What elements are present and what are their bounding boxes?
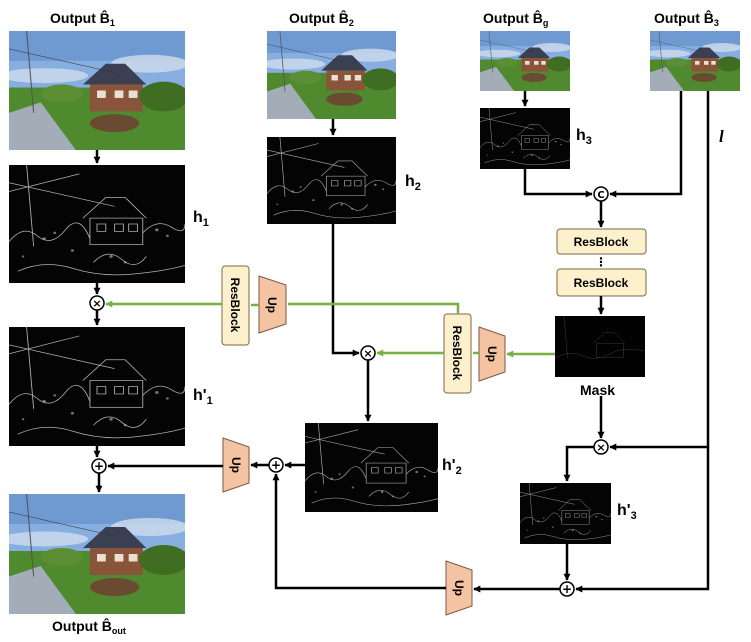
output-b3-image [650,31,740,91]
h3-prime-image [520,483,611,544]
svg-text:×: × [363,347,372,360]
svg-text:ResBlock: ResBlock [574,235,629,249]
svg-text:C: C [597,190,604,201]
add-op-middle: + [268,457,284,473]
svg-text:+: + [94,459,104,473]
output-bout-image [9,494,185,614]
svg-text:×: × [92,297,101,310]
h1-image [9,165,185,283]
up-block-left-bottom: Up [222,437,250,493]
svg-text:ResBlock: ResBlock [450,326,464,381]
output-b2-image [267,31,396,119]
output-bg-label: Output B̂g [483,9,548,28]
output-b3-label: Output B̂3 [654,9,719,28]
h2-prime-label: h'2 [442,457,462,477]
resblock-right-bottom: ResBlock [556,268,647,297]
svg-text:ResBlock: ResBlock [574,276,629,290]
h1-prime-image [9,327,185,446]
multiply-op-right: × [593,439,609,455]
output-bout-label: Output B̂out [52,617,126,636]
h3-label: h3 [576,127,592,147]
up-block-left-top: Up [258,275,287,334]
output-b2-label: Output B̂2 [289,9,354,28]
resblock-middle: ResBlock [443,313,472,394]
output-bg-image [480,31,570,91]
add-op-right: + [559,581,575,597]
svg-text:Up: Up [265,297,279,313]
h2-image [267,137,396,224]
output-b1-label: Output B̂1 [50,9,115,28]
h1-prime-label: h'1 [193,387,213,407]
multiply-op-left: × [89,295,105,311]
output-b1-image [9,31,185,150]
svg-text:ResBlock: ResBlock [228,278,242,333]
up-block-middle: Up [478,326,506,382]
resblock-left: ResBlock [221,265,250,346]
svg-text:Up: Up [229,457,243,473]
multiply-op-middle: × [360,345,376,361]
h2-prime-image [305,423,438,512]
h3-image [480,108,570,169]
h2-label: h2 [405,173,421,193]
l-label: l [719,127,724,146]
concat-op: C [593,186,609,202]
green-arrows [105,300,555,358]
h3-prime-label: h'3 [617,502,637,522]
mask-image [555,316,645,377]
add-op-left: + [91,458,107,474]
svg-text:Up: Up [452,580,466,596]
svg-text:Up: Up [485,346,499,362]
resblock-dots: ⋮ [595,255,607,269]
black-arrows [93,91,710,593]
svg-text:+: + [562,582,572,596]
up-block-bottom: Up [445,560,473,616]
resblock-right-top: ResBlock [556,228,647,255]
svg-text:×: × [596,441,605,454]
svg-text:+: + [271,458,281,472]
h1-label: h1 [193,209,209,229]
mask-label: Mask [580,382,615,398]
